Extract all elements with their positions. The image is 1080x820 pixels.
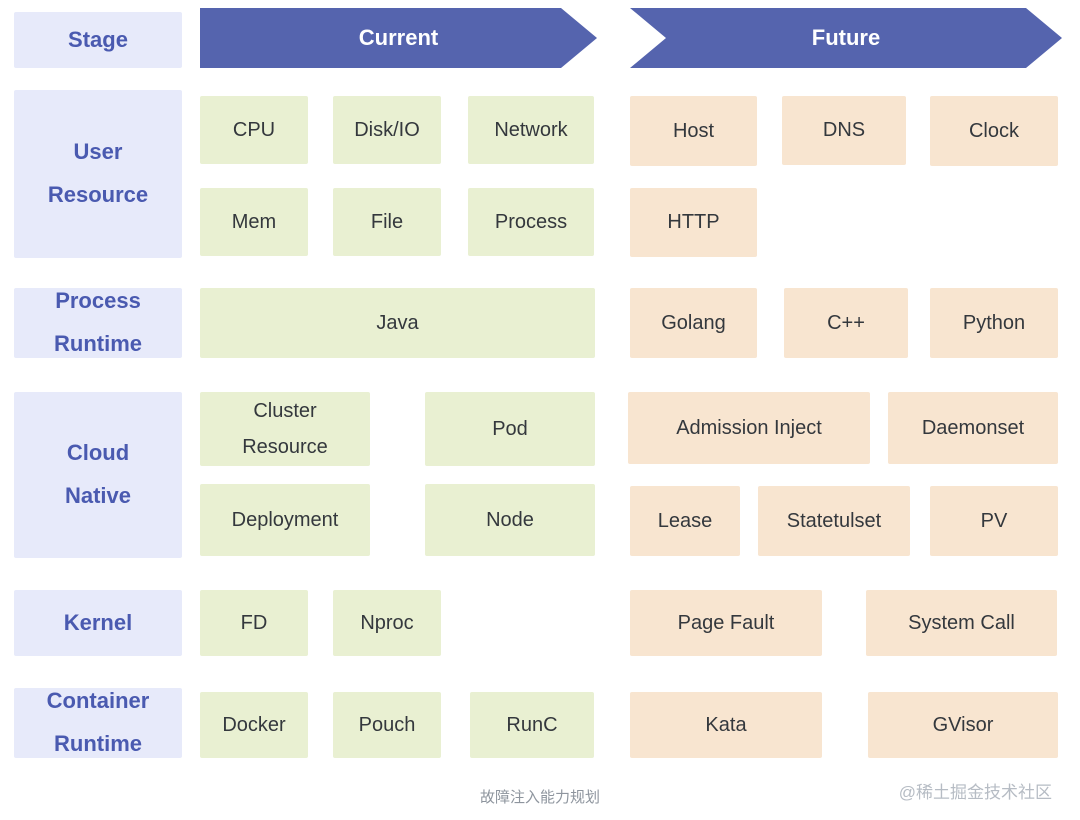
capability-box-network: Network [468,96,594,164]
capability-box-admission-inject: Admission Inject [628,392,870,464]
capability-label: Process [494,210,568,233]
capability-box-golang: Golang [630,288,757,358]
capability-label: Disk/IO [354,118,420,141]
row-label-container-runtime: Container Runtime [14,688,182,758]
capability-box-fd: FD [200,590,308,656]
capability-label: Golang [661,311,726,334]
row-label-line: User [73,139,123,165]
capability-label: System Call [908,611,1015,634]
capability-box-http: HTTP [630,188,757,257]
capability-box-process: Process [468,188,594,256]
stage-header-label: Stage [68,26,128,52]
row-label-line: Runtime [54,331,142,356]
capability-box-pod: Pod [425,392,595,466]
capability-box-daemonset: Daemonset [888,392,1058,464]
capability-label: Host [672,119,715,142]
capability-label: Cluster Resource [242,400,328,458]
capability-label: Kata [705,713,747,736]
row-label-user-resource: User Resource [14,90,182,258]
row-label-line: Runtime [54,731,142,756]
capability-box-pv: PV [930,486,1058,556]
capability-label: Mem [231,210,277,233]
capability-label: Pod [492,417,528,440]
capability-box-gvisor: GVisor [868,692,1058,758]
capability-label: Deployment [231,508,339,531]
capability-label: Statetulset [786,509,882,532]
capability-box-dns: DNS [782,96,906,165]
capability-box-file: File [333,188,441,256]
capability-label: DNS [822,119,866,141]
row-label-line: Native [64,483,132,508]
capability-box-system-call: System Call [866,590,1057,656]
row-label-line: Kernel [63,609,133,635]
capability-label: C++ [827,311,865,334]
current-stage-arrow: Current [200,8,597,68]
future-stage-label: Future [811,25,881,50]
capability-label: Python [962,311,1026,334]
row-label-line: Container [46,688,150,714]
capability-label: Network [494,118,568,141]
row-label-process-runtime: Process Runtime [14,288,182,358]
stage-header: Stage [14,12,182,68]
capability-box-host: Host [630,96,757,166]
capability-label: GVisor [932,713,994,736]
capability-box-page-fault: Page Fault [630,590,822,656]
capability-label: HTTP [667,211,720,233]
capability-label: FD [240,611,268,634]
capability-label: File [370,210,404,233]
capability-box-lease: Lease [630,486,740,556]
capability-box-deployment: Deployment [200,484,370,556]
capability-label: Pouch [358,713,416,736]
capability-box-statetulset: Statetulset [758,486,910,556]
capability-box-clock: Clock [930,96,1058,166]
row-label-cloud-native: Cloud Native [14,392,182,558]
capability-label: Node [486,508,534,531]
capability-box-docker: Docker [200,692,308,758]
capability-box-nproc: Nproc [333,590,441,656]
capability-box-kata: Kata [630,692,822,758]
diagram-caption: 故障注入能力规划 [479,789,600,806]
capability-label: Java [376,311,419,334]
capability-box-mem: Mem [200,188,308,256]
row-label-kernel: Kernel [14,590,182,656]
capability-label: PV [980,509,1008,532]
capability-label: CPU [232,118,276,141]
capability-box-cluster-resource: Cluster Resource [200,392,370,466]
capability-label: Nproc [360,611,414,634]
community-watermark: @稀土掘金技术社区 [898,783,1052,802]
capability-box-runc: RunC [470,692,594,758]
capability-box-node: Node [425,484,595,556]
capability-box-pouch: Pouch [333,692,441,758]
row-label-line: Process [55,288,141,314]
row-label-line: Resource [47,182,149,207]
capability-box-python: Python [930,288,1058,358]
future-stage-arrow: Future [630,8,1062,68]
row-label-line: Cloud [66,440,130,466]
capability-label: Docker [222,713,286,736]
capability-box-java: Java [200,288,595,358]
capability-label: Clock [968,119,1019,142]
capability-box-cpu: CPU [200,96,308,164]
capability-label: Daemonset [921,416,1025,439]
capability-box-disk-io: Disk/IO [333,96,441,164]
capability-box-cpp: C++ [784,288,908,358]
capability-label: Page Fault [677,611,775,634]
capability-label: Lease [657,509,713,532]
capability-label: Admission Inject [676,416,822,439]
current-stage-label: Current [358,25,439,50]
capability-label: RunC [506,713,558,736]
